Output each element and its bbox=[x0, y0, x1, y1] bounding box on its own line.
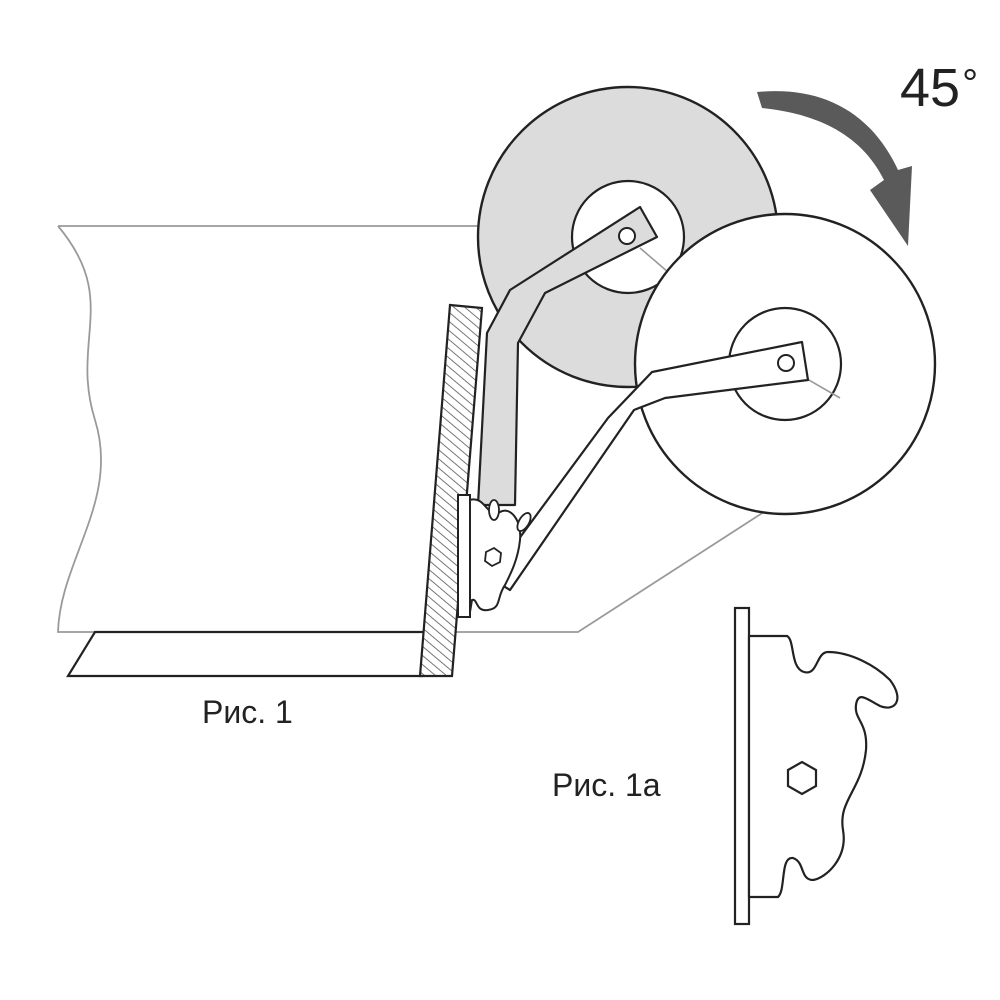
angle-value: 45 bbox=[900, 58, 961, 118]
hinge-bracket-small bbox=[457, 494, 532, 618]
angle-label: 45° bbox=[900, 58, 978, 118]
cabinet-wall bbox=[418, 303, 484, 678]
figure-1-caption: Рис. 1 bbox=[202, 694, 293, 730]
pivot-lowered bbox=[777, 354, 795, 372]
bottom-shelf bbox=[66, 630, 432, 678]
lever-arm-raised bbox=[476, 205, 659, 507]
angle-unit: ° bbox=[962, 62, 979, 106]
hinge-bracket-detail bbox=[733, 606, 899, 926]
figure-1a-caption: Рис. 1а bbox=[552, 767, 661, 803]
cabinet-outline bbox=[57, 225, 771, 633]
pivot-raised bbox=[618, 227, 636, 245]
rotation-arrow-icon bbox=[757, 91, 912, 246]
lever-arm-lowered bbox=[488, 340, 810, 592]
